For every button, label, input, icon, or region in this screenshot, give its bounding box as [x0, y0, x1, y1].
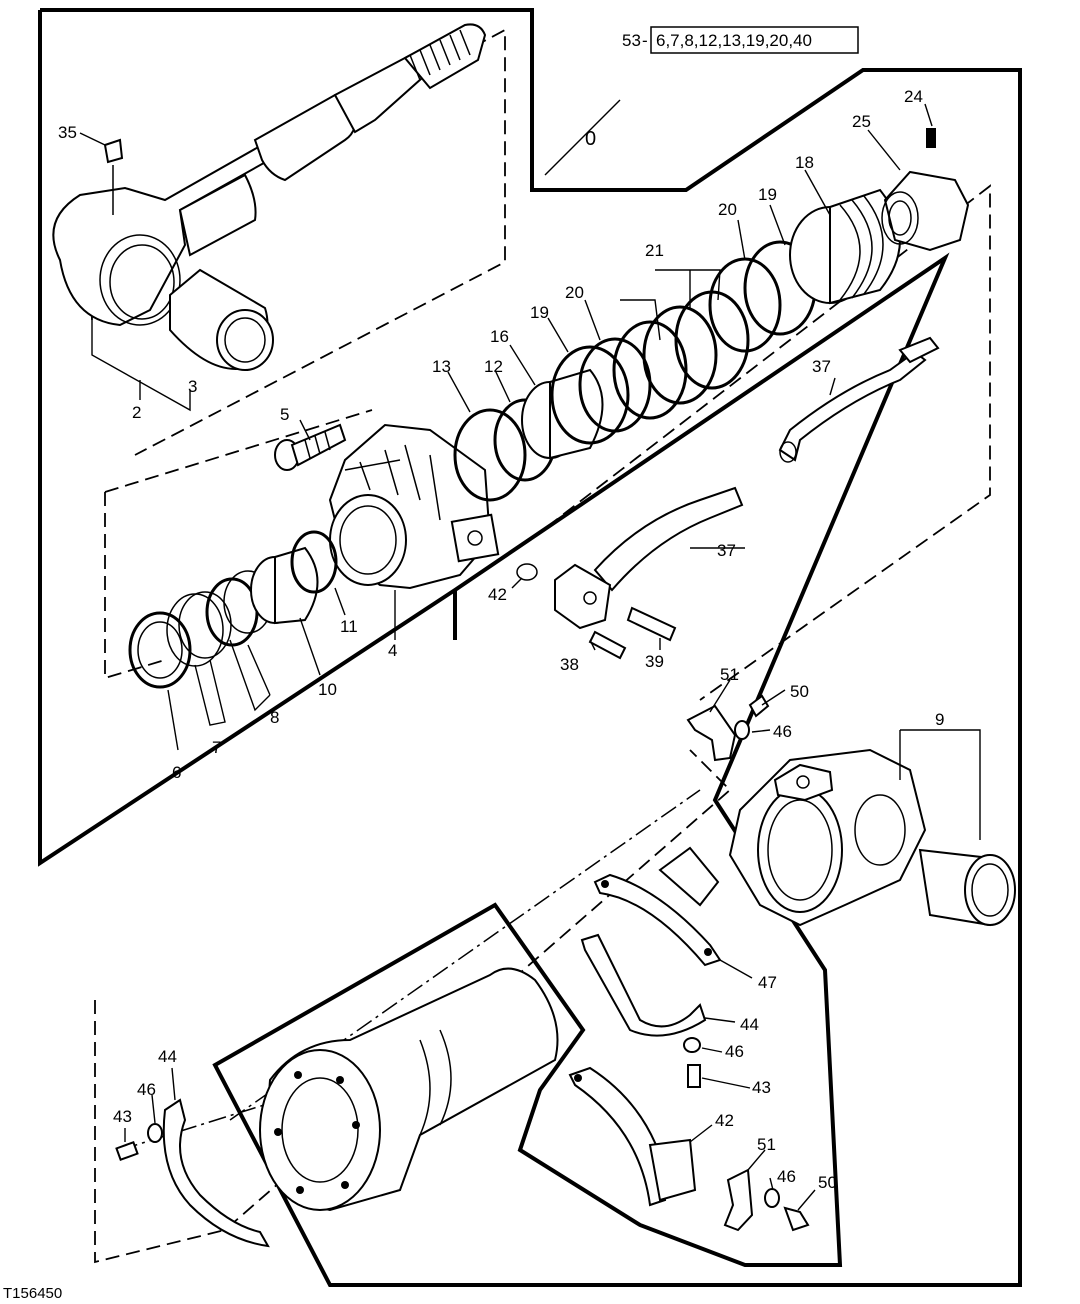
callout-39: 39: [645, 652, 664, 671]
leader-lines: [79, 99, 981, 1211]
callout-37-lower: 37: [717, 541, 736, 560]
clamp-51-lower: [723, 1168, 754, 1232]
callout-25: 25: [852, 112, 871, 131]
piston-rod: [52, 23, 487, 327]
callout-50-lower: 50: [818, 1173, 837, 1192]
callout-9: 9: [935, 710, 944, 729]
callout-12: 12: [484, 357, 503, 376]
callout-4: 4: [388, 641, 397, 660]
callout-11: 11: [340, 617, 358, 636]
clamp-42: [568, 1066, 697, 1207]
callout-8: 8: [270, 708, 279, 727]
ring-21-set: [612, 290, 750, 420]
cap-screw-38: [588, 630, 627, 660]
head-alignment-line: [104, 492, 166, 680]
callout-47-lower: 46: [777, 1167, 796, 1186]
callout-20-upper: 20: [718, 200, 737, 219]
callout-38: 38: [560, 655, 579, 674]
ring-13: [453, 408, 527, 502]
tube-line-37-lower: [593, 486, 744, 592]
grease-fitting-35: [103, 138, 124, 215]
kit-contents-label: 6,7,8,12,13,19,20,40: [656, 31, 812, 50]
callout-42: 42: [715, 1111, 734, 1130]
lower-center-axis: [119, 1099, 281, 1151]
callout-13: 13: [432, 357, 451, 376]
bushing-10: [250, 546, 319, 625]
callout-21: 21: [645, 241, 664, 260]
kit-prefix-label: 53: [622, 31, 641, 50]
callout-47-right: 46: [725, 1042, 744, 1061]
callout-51-upper: 51: [720, 665, 739, 684]
cap-screw-46-right: [687, 1064, 701, 1088]
callout-35: 35: [58, 123, 77, 142]
ring-20-lower: [578, 337, 652, 433]
cap-screw-50-upper: [748, 694, 770, 718]
clamp-44: [593, 846, 722, 967]
tube-line-37-upper: [778, 336, 940, 463]
seal-7: [166, 591, 232, 667]
callout-47-left: 46: [137, 1080, 156, 1099]
callout-40: 42: [488, 585, 507, 604]
clamp-51-upper: [686, 704, 737, 762]
nut-25: [881, 170, 970, 252]
cylinder-barrel: [259, 967, 559, 1212]
callout-6: 6: [172, 763, 181, 782]
callout-37-upper: 37: [812, 357, 831, 376]
cap-screw-5: [274, 423, 347, 471]
kit-contents-box: [650, 26, 859, 54]
callout-46-right: 43: [752, 1078, 771, 1097]
cap-screw-46-left: [115, 1141, 139, 1161]
rod-bushing: [169, 268, 274, 371]
callout-10: 10: [318, 680, 337, 699]
flange-block: [554, 563, 612, 630]
callout-7: 7: [212, 738, 221, 757]
washer-47-upper: [734, 720, 750, 740]
callout-19-lower: 19: [530, 303, 549, 322]
cap-screw-50-lower: [783, 1206, 810, 1232]
washer-47-lower: [764, 1188, 780, 1208]
callout-50-upper: 50: [790, 682, 809, 701]
clamp-43-left: [162, 1098, 270, 1248]
barrel-alignment-line: [94, 749, 732, 1264]
kit-prefix-dash: -: [642, 31, 648, 50]
callout-24: 24: [904, 87, 923, 106]
o-ring-40: [516, 563, 538, 581]
group-label: 0: [585, 128, 596, 150]
washer-47-right: [683, 1037, 701, 1053]
cap-screw-39: [626, 606, 677, 642]
callout-47-upper: 46: [773, 722, 792, 741]
seal-6: [128, 611, 192, 689]
set-screw-24: [926, 128, 936, 148]
callout-18: 18: [795, 153, 814, 172]
callout-16: 16: [490, 327, 509, 346]
callout-3: 3: [188, 377, 197, 396]
callout-43-right: 44: [740, 1015, 759, 1034]
base-bushing: [918, 848, 1016, 927]
callout-46-left: 43: [113, 1107, 132, 1126]
gland-alignment-line: [104, 409, 373, 493]
washer-47-left: [147, 1123, 163, 1143]
callout-43-left: 44: [158, 1047, 177, 1066]
clamp-43-right: [580, 933, 707, 1037]
cylinder-base-end: [728, 748, 927, 927]
spacer-16: [521, 368, 604, 460]
upper-assembly-frame: [38, 8, 1022, 1287]
callout-5: 5: [280, 405, 289, 424]
callout-labels: 35 2 3 5 4 11 10 8 7 6 13 12 16 19 20 21…: [58, 87, 944, 1192]
figure-id: T156450: [3, 1285, 62, 1302]
cylinder-head: [328, 423, 500, 590]
callout-51-lower: 51: [757, 1135, 776, 1154]
callout-19-upper: 19: [758, 185, 777, 204]
callout-20-lower: 20: [565, 283, 584, 302]
seal-11: [290, 530, 338, 594]
callout-2: 2: [132, 403, 141, 422]
ring-19-lower: [550, 345, 630, 445]
callout-44: 47: [758, 973, 777, 992]
